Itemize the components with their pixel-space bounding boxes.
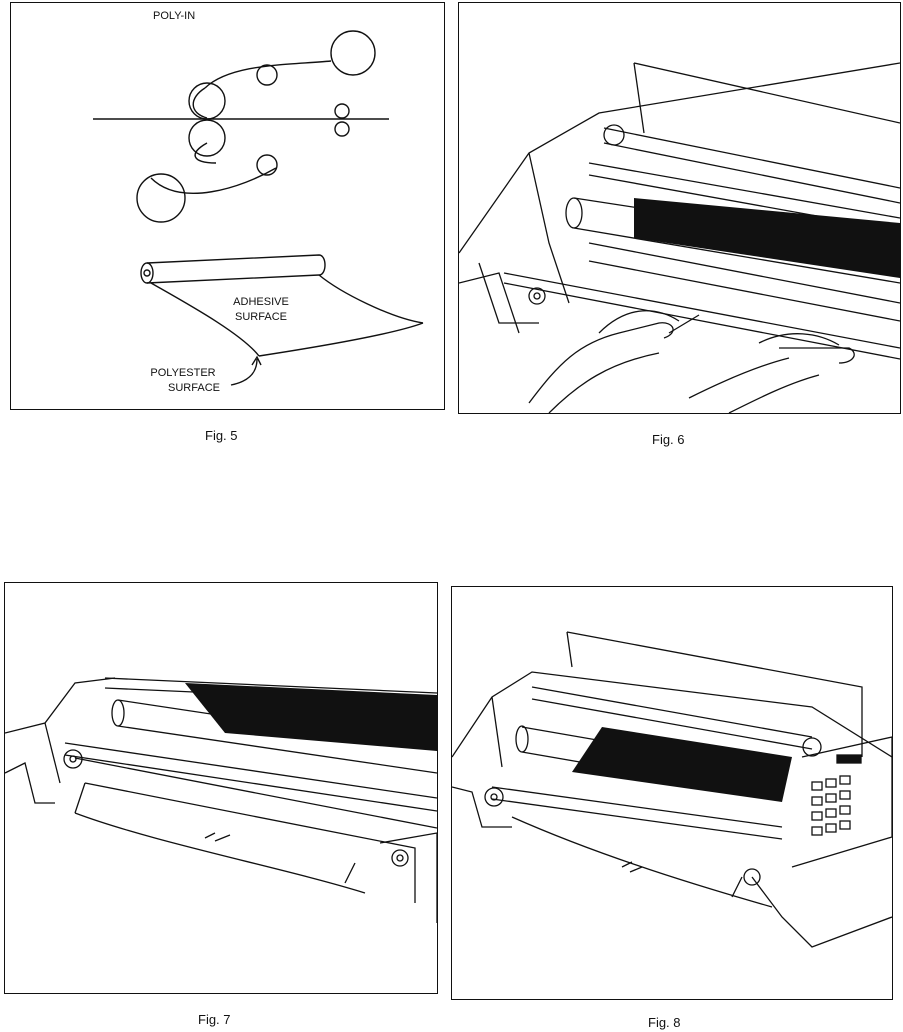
figure-title: POLY-IN	[153, 10, 195, 22]
figure-5-caption: Fig. 5	[205, 428, 238, 443]
polyester-label-line1: POLYESTER	[150, 367, 215, 379]
adhesive-label-line2: SURFACE	[235, 311, 287, 323]
laminator-closeup-illustration	[5, 677, 437, 923]
figure-8-panel	[451, 586, 893, 1000]
figure-5-panel: POLY-IN ADHESIVE SURFACE POLYESTER SURFA…	[10, 2, 445, 410]
figure-6-caption: Fig. 6	[652, 432, 685, 447]
polyester-label-line2: SURFACE	[168, 382, 220, 394]
figure-6-panel	[458, 2, 901, 414]
laminator-full-view-illustration	[452, 631, 892, 948]
poly-in-diagram	[93, 30, 424, 386]
figure-8-caption: Fig. 8	[648, 1015, 681, 1030]
figure-5-labels: POLY-IN ADHESIVE SURFACE POLYESTER SURFA…	[150, 10, 289, 394]
adhesive-label-line1: ADHESIVE	[233, 296, 289, 308]
figure-7-caption: Fig. 7	[198, 1012, 231, 1027]
figure-7-panel	[4, 582, 438, 994]
laminator-threading-illustration	[459, 62, 900, 413]
